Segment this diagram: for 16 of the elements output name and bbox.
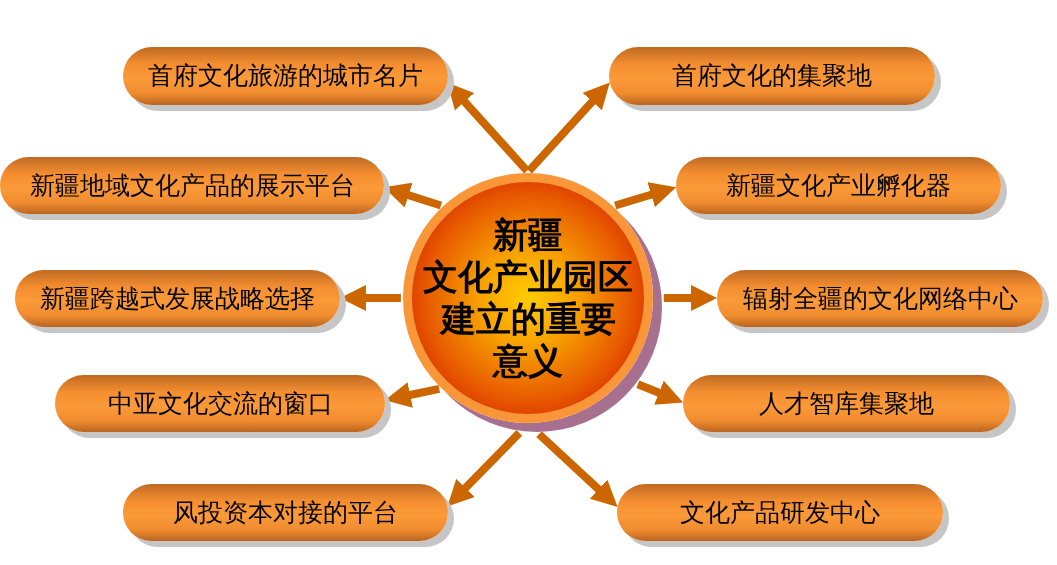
pill-label: 首府文化旅游的城市名片 [148,61,423,91]
arrow [636,380,684,405]
pill-label: 人才智库集聚地 [759,388,934,419]
pill-label: 新疆文化产业孵化器 [726,170,951,201]
pill-label: 辐射全疆的文化网络中心 [742,283,1018,314]
pill-label: 新疆跨越式发展战略选择 [40,283,315,314]
arrow [536,431,618,507]
pill-label: 风投资本对接的平台 [173,497,398,528]
center-title: 新疆文化产业园区建立的重要意义 [423,214,633,382]
pill-label: 文化产品研发中心 [680,497,880,528]
pill-label: 新疆地域文化产品的展示平台 [29,170,355,201]
arrow [614,182,677,210]
pill-label: 首府文化的集聚地 [672,61,872,91]
pill-label: 中亚文化交流的窗口 [107,388,333,419]
arrow [447,430,523,507]
arrow [526,82,610,174]
